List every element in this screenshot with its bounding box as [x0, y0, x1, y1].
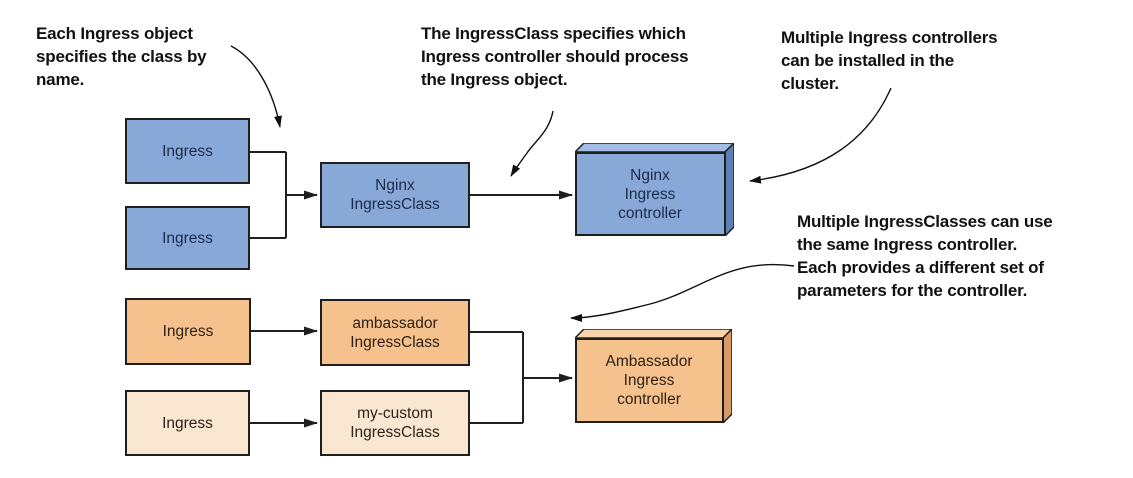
annotation-ingressclass-specifies: The IngressClass specifies which Ingress…	[421, 22, 689, 91]
annotation-line: Each provides a different set of	[797, 258, 1044, 277]
node-ingress-blue-1: Ingress	[125, 118, 250, 184]
connector-blue-junction	[250, 151, 287, 239]
annotation-line: the same Ingress controller.	[797, 235, 1018, 254]
annotation-line: the Ingress object.	[421, 70, 568, 89]
annotation-line: Each Ingress object	[36, 24, 193, 43]
annotation-line: The IngressClass specifies which	[421, 24, 686, 43]
node-nginx-ingressclass: Nginx IngressClass	[320, 162, 470, 228]
annotation-line: Multiple IngressClasses can use	[797, 212, 1053, 231]
annotation-line: name.	[36, 70, 85, 89]
annotation-line: can be installed in the	[781, 51, 954, 70]
node-ambassador-ingress-controller: Ambassador Ingress controller	[575, 329, 732, 423]
annotation-line: Ingress controller should process	[421, 47, 689, 66]
annotation-line: cluster.	[781, 74, 839, 93]
box3d-shape	[575, 143, 734, 236]
node-ingress-orange: Ingress	[125, 298, 251, 365]
annotation-multiple-ingressclasses: Multiple IngressClasses can use the same…	[797, 210, 1053, 302]
leader-arrow-each-ingress-object	[230, 45, 282, 128]
node-ambassador-ingressclass: ambassador IngressClass	[320, 299, 470, 366]
node-nginx-ingress-controller-label: Nginx Ingress controller	[618, 166, 682, 222]
leader-arrow-ingressclass-specifies	[510, 110, 554, 177]
box3d-shape	[575, 329, 732, 423]
annotation-line: specifies the class by	[36, 47, 207, 66]
node-mycustom-ingressclass: my-custom IngressClass	[320, 390, 470, 456]
node-nginx-ingress-controller: Nginx Ingress controller	[575, 143, 734, 236]
annotation-each-ingress-object: Each Ingress object specifies the class …	[36, 22, 207, 91]
leader-arrow-multiple-controllers	[749, 87, 892, 184]
annotation-multiple-controllers: Multiple Ingress controllers can be inst…	[781, 26, 998, 95]
leader-arrow-multiple-ingressclasses	[570, 263, 795, 322]
node-ingress-cream: Ingress	[125, 390, 250, 456]
node-ingress-blue-2: Ingress	[125, 206, 250, 270]
node-ambassador-ingress-controller-label: Ambassador Ingress controller	[605, 353, 693, 408]
annotation-line: Multiple Ingress controllers	[781, 28, 998, 47]
connector-orange-junction	[470, 331, 524, 424]
annotation-line: parameters for the controller.	[797, 281, 1028, 300]
